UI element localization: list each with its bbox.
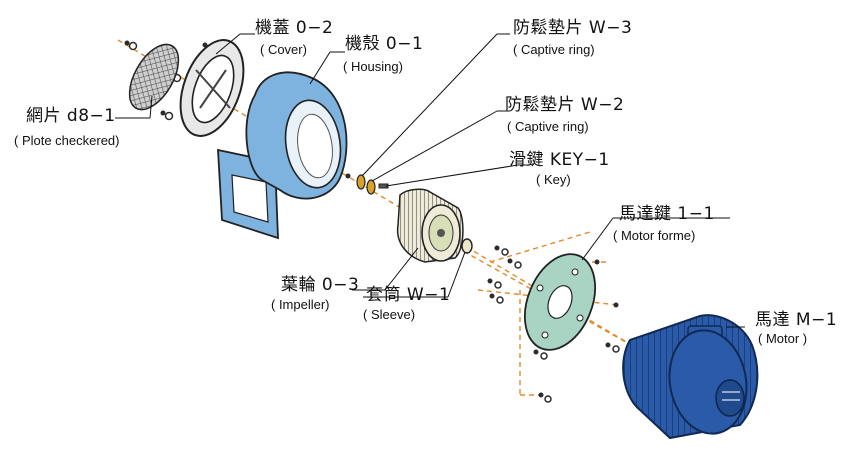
checkered-plate — [128, 43, 180, 111]
captive-ring-w2-name: 防鬆墊片 W−2 — [505, 95, 625, 115]
housing-name: 機殼 0−1 — [345, 34, 424, 54]
motor-forme-desc: ( Motor forme) — [613, 228, 696, 243]
cover-desc: ( Cover) — [260, 42, 307, 57]
impeller-desc: ( Impeller) — [271, 297, 330, 312]
housing-desc: ( Housing) — [343, 59, 403, 74]
leader-lines — [115, 33, 745, 328]
sleeve — [461, 238, 473, 254]
sleeve-desc: ( Sleeve) — [363, 307, 416, 322]
captive-ring-w2-desc: ( Captive ring) — [507, 119, 589, 134]
cover-name: 機蓋 0−2 — [255, 18, 334, 38]
captive-ring-w2 — [366, 179, 376, 195]
cover-ring — [179, 39, 245, 137]
captive-ring-w3 — [356, 174, 366, 190]
housing — [217, 71, 348, 240]
motor — [622, 314, 759, 440]
impeller — [396, 188, 464, 263]
impeller-name: 葉輪 0−3 — [281, 275, 360, 295]
sleeve-name: 套筒 W−1 — [366, 285, 451, 305]
motor-name: 馬達 M−1 — [755, 310, 838, 330]
captive-ring-w3-name: 防鬆墊片 W−3 — [513, 18, 633, 38]
motor-forme — [524, 253, 596, 351]
plate-name: 網片 d8−1 — [26, 106, 116, 126]
key-desc: ( Key) — [536, 172, 571, 187]
key-name: 滑鍵 KEY−1 — [509, 150, 610, 170]
plate-desc: ( Plote checkered) — [14, 133, 120, 148]
captive-ring-w3-desc: ( Captive ring) — [513, 42, 595, 57]
motor-forme-name: 馬達鍵 1−1 — [619, 204, 715, 224]
motor-desc: ( Motor ) — [758, 331, 808, 346]
